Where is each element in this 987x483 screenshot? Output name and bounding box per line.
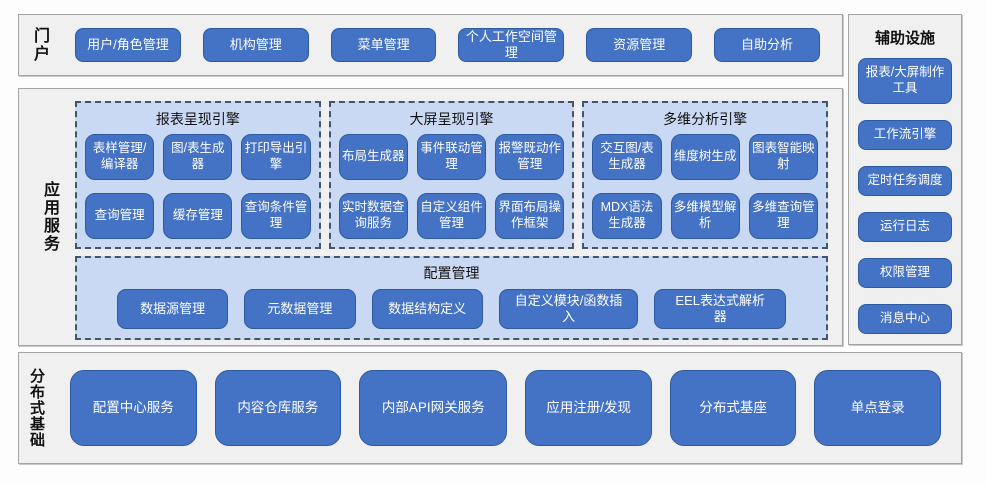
mdx-syntax-generator-box: MDX语法生成器 [592,193,662,239]
distributed-base-box: 分布式基座 [669,370,797,446]
layout-generator-box: 布局生成器 [338,134,408,180]
query-management-box: 查询管理 [85,193,155,239]
message-center-box: 消息中心 [858,304,952,334]
menu-management-box: 菜单管理 [330,28,437,62]
multidim-model-parser-box: 多维模型解析 [670,193,740,239]
aux-facilities-section: 辅助设施 报表/大屏制作工具 工作流引擎 定时任务调度 运行日志 权限管理 消息… [848,14,962,345]
engine-panels-row: 报表呈现引擎 表样管理/编译器 图/表生成器 打印导出引擎 查询管理 缓存管理 … [75,101,829,249]
config-management-row: 数据源管理 元数据管理 数据结构定义 自定义模块/函数插入 EEL表达式解析器 [87,288,816,330]
datasource-management-box: 数据源管理 [117,289,229,329]
event-linkage-management-box: 事件联动管理 [416,134,487,180]
report-render-engine-panel: 报表呈现引擎 表样管理/编译器 图/表生成器 打印导出引擎 查询管理 缓存管理 … [75,101,321,249]
dashboard-render-engine-grid: 布局生成器 事件联动管理 报警既动作管理 实时数据查询服务 自定义组件管理 界面… [338,134,565,239]
internal-api-gateway-service-box: 内部API网关服务 [359,370,508,446]
custom-module-function-insert-box: 自定义模块/函数插入 [498,289,639,329]
olap-engine-panel: 多维分析引擎 交互图/表生成器 维度树生成 图表智能映射 MDX语法生成器 多维… [582,101,829,249]
portal-section: 门户 用户/角色管理 机构管理 菜单管理 个人工作空间管理 资源管理 自助分析 [18,14,843,76]
run-log-box: 运行日志 [858,212,952,242]
metadata-management-box: 元数据管理 [244,289,356,329]
multidim-query-management-box: 多维查询管理 [748,193,819,239]
config-management-title: 配置管理 [423,265,480,281]
aux-facilities-title: 辅助设施 [874,30,935,47]
dashboard-render-engine-panel: 大屏呈现引擎 布局生成器 事件联动管理 报警既动作管理 实时数据查询服务 自定义… [328,101,575,249]
aux-facilities-list: 报表/大屏制作工具 工作流引擎 定时任务调度 运行日志 权限管理 消息中心 [858,58,952,334]
app-services-section-label: 应用服务 [41,181,58,253]
workflow-engine-box: 工作流引擎 [858,120,952,150]
dimension-tree-generation-box: 维度树生成 [670,134,740,180]
print-export-engine-box: 打印导出引擎 [241,134,311,180]
chart-smart-mapping-box: 图表智能映射 [748,134,819,180]
config-center-service-box: 配置中心服务 [70,370,197,446]
dashboard-render-engine-title: 大屏呈现引擎 [409,111,494,127]
report-template-manager-compiler-box: 表样管理/编译器 [85,134,155,180]
eel-expression-parser-box: EEL表达式解析器 [654,289,786,329]
interactive-chart-generator-box: 交互图/表生成器 [592,134,662,180]
single-sign-on-box: 单点登录 [814,370,941,446]
portal-button-row: 用户/角色管理 机构管理 菜单管理 个人工作空间管理 资源管理 自助分析 [75,28,820,62]
report-dashboard-authoring-tool-box: 报表/大屏制作工具 [858,58,952,104]
org-management-box: 机构管理 [202,28,309,62]
query-condition-management-box: 查询条件管理 [241,193,311,239]
realtime-data-query-service-box: 实时数据查询服务 [338,193,408,239]
distributed-foundation-section: 分布式基础 配置中心服务 内容仓库服务 内部API网关服务 应用注册/发现 分布… [18,352,962,464]
ui-layout-framework-box: 界面布局操作框架 [495,193,565,239]
cache-management-box: 缓存管理 [163,193,233,239]
scheduled-task-scheduler-box: 定时任务调度 [858,166,952,196]
report-render-engine-title: 报表呈现引擎 [155,111,240,127]
config-management-panel: 配置管理 数据源管理 元数据管理 数据结构定义 自定义模块/函数插入 EEL表达… [75,256,828,340]
distributed-foundation-row: 配置中心服务 内容仓库服务 内部API网关服务 应用注册/发现 分布式基座 单点… [70,370,941,446]
permission-management-box: 权限管理 [858,258,952,288]
chart-table-generator-box: 图/表生成器 [163,134,233,180]
resource-management-box: 资源管理 [586,28,693,62]
self-service-analysis-box: 自助分析 [714,28,820,62]
report-render-engine-grid: 表样管理/编译器 图/表生成器 打印导出引擎 查询管理 缓存管理 查询条件管理 [85,134,311,239]
portal-section-label: 门户 [31,27,48,63]
data-structure-definition-box: 数据结构定义 [371,289,483,329]
content-repo-service-box: 内容仓库服务 [214,370,342,446]
olap-engine-title: 多维分析引擎 [663,111,748,127]
personal-workspace-management-box: 个人工作空间管理 [458,28,565,62]
custom-component-management-box: 自定义组件管理 [416,193,487,239]
app-services-section: 应用服务 报表呈现引擎 表样管理/编译器 图/表生成器 打印导出引擎 查询管理 … [18,88,843,346]
alarm-action-management-box: 报警既动作管理 [495,134,565,180]
user-role-management-box: 用户/角色管理 [75,28,181,62]
distributed-foundation-label: 分布式基础 [28,368,45,448]
app-registration-discovery-box: 应用注册/发现 [525,370,652,446]
olap-engine-grid: 交互图/表生成器 维度树生成 图表智能映射 MDX语法生成器 多维模型解析 多维… [592,134,819,239]
